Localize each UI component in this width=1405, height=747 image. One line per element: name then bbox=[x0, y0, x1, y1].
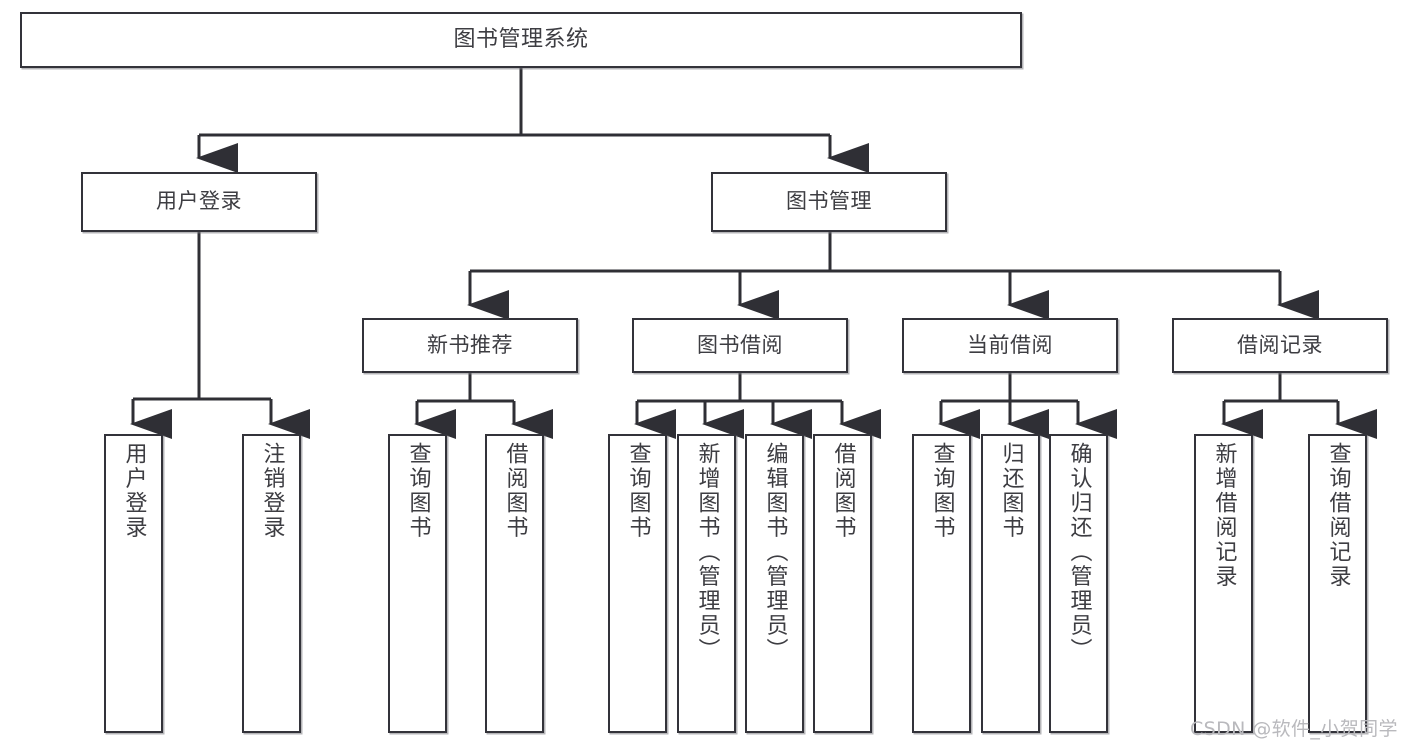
node-label: 借阅图书 bbox=[830, 442, 856, 540]
node-label: 编辑图书（管理员） bbox=[762, 442, 788, 663]
node-user-login[interactable]: 用户登录 bbox=[81, 172, 317, 232]
leaf-logout[interactable]: 注销登录 bbox=[242, 434, 301, 733]
csdn-watermark: CSDN @软件_小贺同学 bbox=[1190, 718, 1398, 740]
node-label: 查询借阅记录 bbox=[1325, 442, 1351, 589]
node-label: 确认归还（管理员） bbox=[1066, 442, 1092, 663]
leaf-query-book-borrow[interactable]: 查询图书 bbox=[608, 434, 667, 733]
node-label: 用户登录 bbox=[156, 189, 242, 214]
leaf-confirm-return-admin[interactable]: 确认归还（管理员） bbox=[1049, 434, 1108, 733]
node-label: 用户登录 bbox=[121, 442, 147, 540]
node-label: 查询图书 bbox=[625, 442, 651, 540]
node-new-book-recommendation[interactable]: 新书推荐 bbox=[362, 318, 578, 373]
node-label: 借阅图书 bbox=[502, 442, 528, 540]
node-book-borrowing[interactable]: 图书借阅 bbox=[632, 318, 848, 373]
leaf-borrow-book-recommend[interactable]: 借阅图书 bbox=[485, 434, 544, 733]
node-label: 当前借阅 bbox=[967, 332, 1053, 357]
node-label: 新增图书（管理员） bbox=[694, 442, 720, 663]
leaf-edit-book-admin[interactable]: 编辑图书（管理员） bbox=[745, 434, 804, 733]
node-label: 借阅记录 bbox=[1237, 332, 1323, 357]
leaf-query-borrow-record[interactable]: 查询借阅记录 bbox=[1308, 434, 1367, 733]
node-label: 新书推荐 bbox=[427, 332, 513, 357]
leaf-add-book-admin[interactable]: 新增图书（管理员） bbox=[677, 434, 736, 733]
node-label: 归还图书 bbox=[998, 442, 1024, 540]
node-book-management[interactable]: 图书管理 bbox=[711, 172, 947, 232]
leaf-add-borrow-record[interactable]: 新增借阅记录 bbox=[1194, 434, 1253, 733]
node-label: 查询图书 bbox=[929, 442, 955, 540]
node-root-book-management-system[interactable]: 图书管理系统 bbox=[20, 12, 1022, 68]
leaf-return-book[interactable]: 归还图书 bbox=[981, 434, 1040, 733]
node-label: 查询图书 bbox=[405, 442, 431, 540]
node-label: 图书管理系统 bbox=[453, 26, 589, 52]
node-label: 图书借阅 bbox=[697, 332, 783, 357]
node-borrowing-record[interactable]: 借阅记录 bbox=[1172, 318, 1388, 373]
node-label: 新增借阅记录 bbox=[1211, 442, 1237, 589]
leaf-query-book-current[interactable]: 查询图书 bbox=[912, 434, 971, 733]
leaf-query-book-recommend[interactable]: 查询图书 bbox=[388, 434, 447, 733]
node-label: 图书管理 bbox=[786, 189, 872, 214]
leaf-borrow-book[interactable]: 借阅图书 bbox=[813, 434, 872, 733]
node-current-borrowing[interactable]: 当前借阅 bbox=[902, 318, 1118, 373]
leaf-user-login[interactable]: 用户登录 bbox=[104, 434, 163, 733]
node-label: 注销登录 bbox=[259, 442, 285, 540]
